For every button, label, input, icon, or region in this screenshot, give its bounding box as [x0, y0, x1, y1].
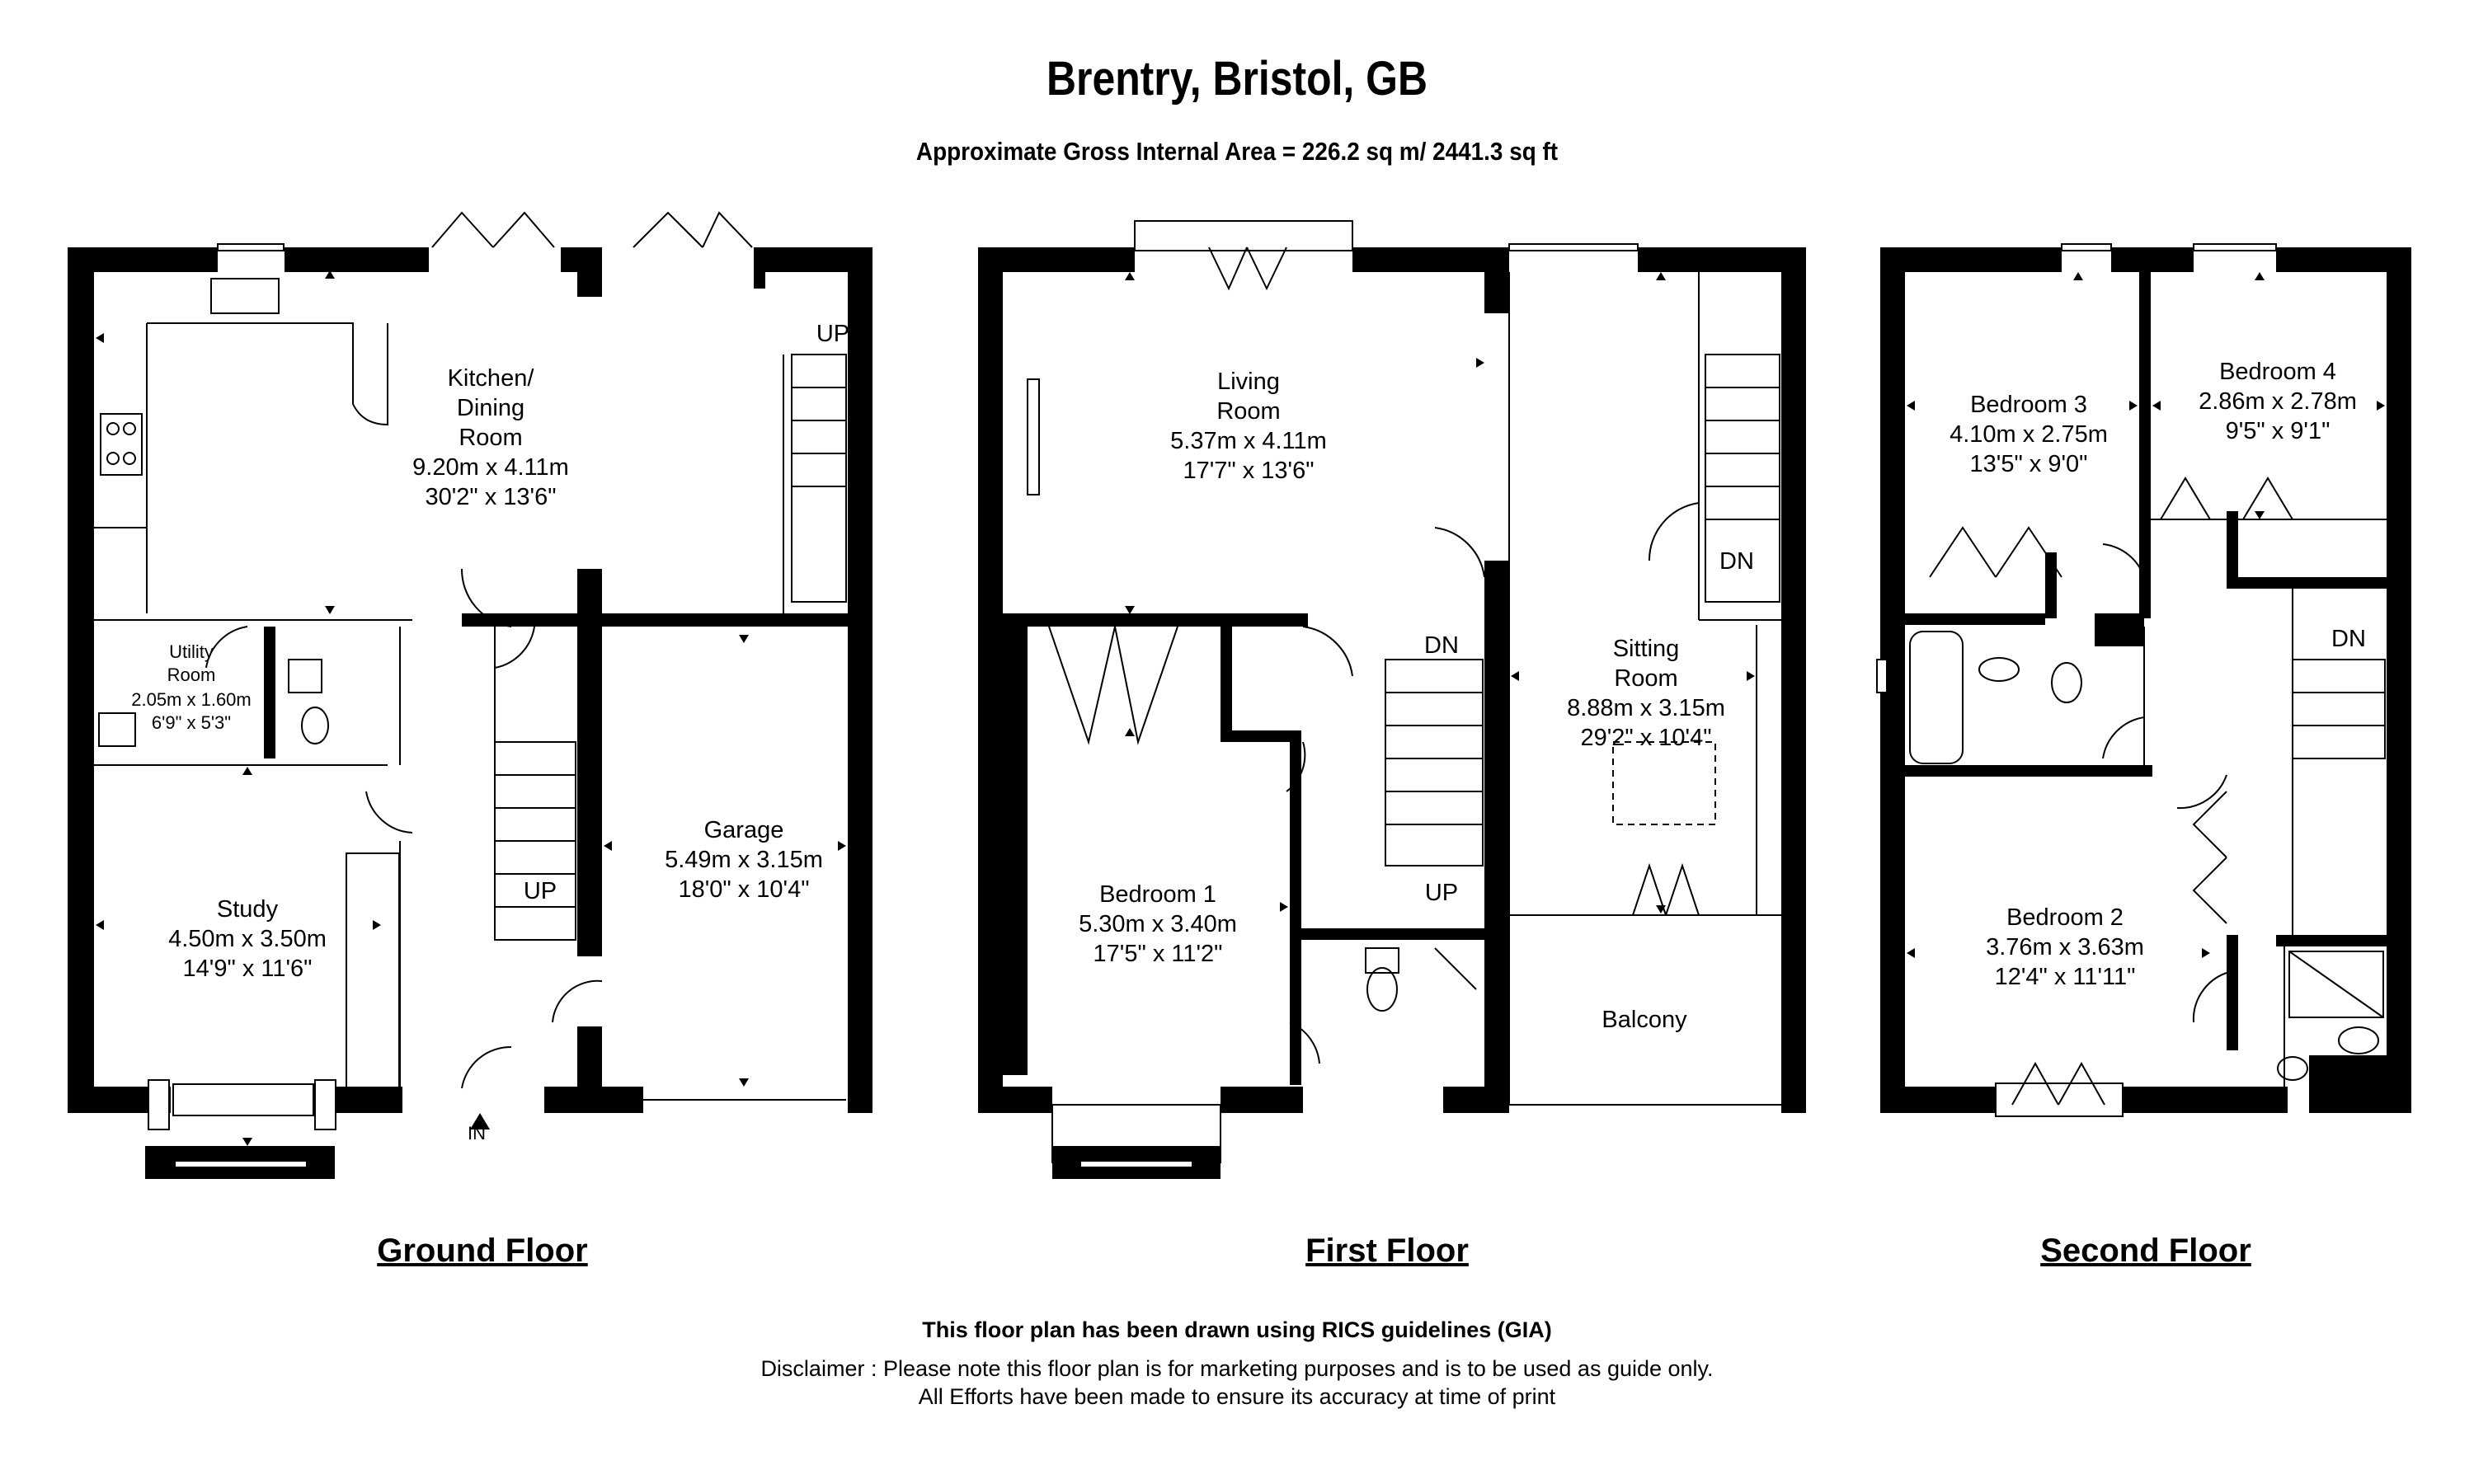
- sitting-size-imperial: 29'2" x 10'4": [1580, 725, 1711, 751]
- ground-floor-label: Ground Floor: [377, 1233, 588, 1269]
- ground-stair-2: [494, 741, 576, 941]
- garage-size-imperial: 18'0" x 10'4": [678, 876, 809, 903]
- hob-icon: [100, 413, 143, 476]
- first-floor-label: First Floor: [1305, 1233, 1469, 1269]
- kitchen-label-3: Room: [459, 425, 522, 451]
- bedroom1-size-imperial: 17'5" x 11'2": [1094, 941, 1223, 967]
- ground-stair-up-label-1: UP: [816, 321, 849, 347]
- ground-floor-walls: [68, 247, 872, 1113]
- bedroom2-size-metric: 3.76m x 3.63m: [1986, 934, 2144, 960]
- gross-area: Approximate Gross Internal Area = 226.2 …: [915, 137, 1559, 166]
- first-floor-walls: [978, 247, 1806, 1113]
- kitchen-label-2: Dining: [457, 395, 524, 421]
- bedroom1-size-metric: 5.30m x 3.40m: [1079, 911, 1237, 937]
- sitting-size-metric: 8.88m x 3.15m: [1567, 695, 1725, 721]
- study-label: Study: [217, 896, 279, 923]
- bedroom4-size-metric: 2.86m x 2.78m: [2199, 388, 2357, 415]
- bedroom2-size-imperial: 12'4" x 11'11": [1995, 964, 2136, 990]
- first-stair-down: [1705, 354, 1780, 603]
- entrance-label: IN: [468, 1123, 486, 1144]
- living-size-metric: 5.37m x 4.11m: [1170, 428, 1327, 454]
- first-stair-down-label-2: DN: [1424, 632, 1459, 659]
- utility-label-1: Utility: [169, 641, 214, 662]
- sitting-label-2: Room: [1614, 665, 1677, 692]
- second-floor-plan: [1876, 243, 2411, 1117]
- balcony-label: Balcony: [1602, 1007, 1687, 1033]
- second-floor-label: Second Floor: [2040, 1233, 2251, 1269]
- first-stair-up-label: UP: [1425, 880, 1458, 906]
- entrance-arrow-icon: [470, 1113, 490, 1129]
- living-label-2: Room: [1216, 398, 1280, 425]
- utility-size-imperial: 6'9" x 5'3": [152, 712, 231, 733]
- utility-size-metric: 2.05m x 1.60m: [131, 689, 252, 710]
- study-size-imperial: 14'9" x 11'6": [183, 956, 313, 982]
- bedroom2-label: Bedroom 2: [2006, 904, 2124, 931]
- disclaimer-line-2: All Efforts have been made to ensure its…: [918, 1384, 1556, 1409]
- first-floor-plan: [978, 220, 1806, 1179]
- kitchen-size-metric: 9.20m x 4.11m: [412, 454, 569, 481]
- sitting-label-1: Sitting: [1613, 636, 1680, 662]
- bedroom3-size-metric: 4.10m x 2.75m: [1950, 421, 2108, 448]
- second-stair-down-label: DN: [2331, 626, 2366, 652]
- utility-label-2: Room: [167, 665, 216, 685]
- living-size-imperial: 17'7" x 13'6": [1183, 458, 1314, 484]
- bedroom4-label: Bedroom 4: [2219, 359, 2336, 385]
- bedroom4-size-imperial: 9'5" x 9'1": [2226, 418, 2331, 444]
- study-size-metric: 4.50m x 3.50m: [168, 926, 327, 952]
- rics-note: This floor plan has been drawn using RIC…: [922, 1317, 1552, 1342]
- second-stair-down: [2292, 659, 2386, 759]
- living-label-1: Living: [1217, 369, 1280, 395]
- second-floor-walls: [1880, 247, 2411, 1113]
- garage-label: Garage: [704, 817, 784, 843]
- bedroom3-label: Bedroom 3: [1970, 392, 2087, 418]
- ground-stair-up-label-2: UP: [524, 878, 557, 904]
- kitchen-size-imperial: 30'2" x 13'6": [425, 484, 556, 510]
- ground-floor-plan: [68, 211, 872, 1179]
- disclaimer-line-1: Disclaimer : Please note this floor plan…: [760, 1356, 1714, 1381]
- plan-title: Brentry, Bristol, GB: [1047, 52, 1427, 106]
- bedroom3-size-imperial: 13'5" x 9'0": [1970, 451, 2088, 477]
- ground-stair-1: [791, 354, 847, 603]
- kitchen-label-1: Kitchen/: [448, 365, 535, 392]
- first-stair-up: [1385, 659, 1484, 866]
- sink-icon: [210, 278, 280, 314]
- garage-size-metric: 5.49m x 3.15m: [665, 847, 823, 873]
- first-stair-down-label-1: DN: [1719, 548, 1754, 575]
- bedroom1-label: Bedroom 1: [1099, 881, 1216, 908]
